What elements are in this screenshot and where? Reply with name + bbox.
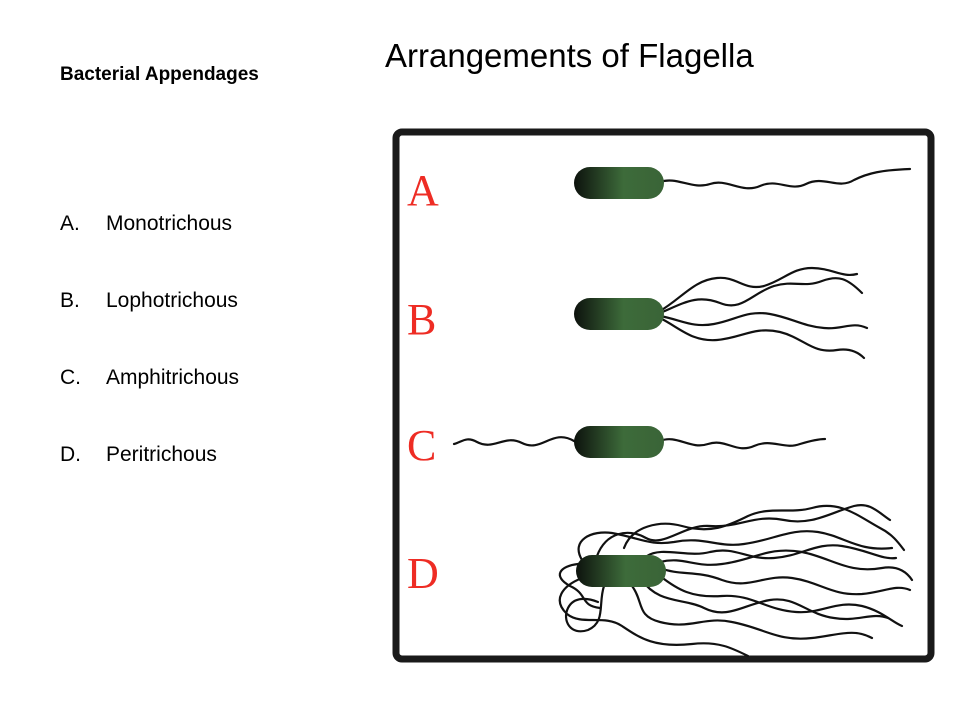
list-item-lophotrichous: B. Lophotrichous [60, 289, 239, 366]
panel-label-d: D [407, 549, 439, 598]
flagellum-b-2 [658, 277, 864, 315]
list-item-amphitrichous: C. Amphitrichous [60, 366, 239, 443]
list-item-monotrichous: A. Monotrichous [60, 212, 239, 289]
flagellum-d-11 [645, 544, 898, 560]
list-label: Peritrichous [106, 443, 217, 466]
page-title: Arrangements of Flagella [385, 37, 754, 74]
bacterium-cell-d [576, 555, 666, 587]
flagellum-d-9 [558, 562, 602, 610]
flagellum-d-2 [577, 530, 894, 562]
list-label: Amphitrichous [106, 366, 240, 389]
figure-frame [392, 128, 935, 663]
panel-label-b: B [407, 295, 436, 344]
bacterium-cell-b [574, 298, 664, 330]
flagellum-d-5 [658, 574, 904, 628]
flagellum-d-12 [640, 578, 890, 621]
list-letter: D. [60, 443, 81, 466]
flagellum-b-1 [658, 266, 859, 313]
flagellum-d-8 [558, 576, 750, 658]
list-label: Lophotrichous [106, 289, 238, 312]
flagellum-c-left [452, 436, 576, 447]
flagellum-c-right [658, 437, 827, 450]
bacterium-cell-a [574, 167, 664, 199]
flagellum-d-1 [595, 504, 892, 558]
panel-label-c: C [407, 421, 436, 470]
flagellum-b-3 [658, 312, 869, 330]
flagellum-b-4 [658, 316, 866, 360]
flagellum-d-4 [658, 566, 912, 596]
panel-label-a: A [407, 166, 439, 215]
list-letter: A. [60, 212, 80, 235]
flagellum-a [658, 167, 912, 190]
flagellum-d-10 [622, 504, 906, 552]
list-letter: C. [60, 366, 81, 389]
flagella-illustration: A B C D [392, 128, 935, 663]
list-item-peritrichous: D. Peritrichous [60, 443, 239, 520]
list-label: Monotrichous [106, 212, 233, 235]
arrangement-list: A. Monotrichous B. Lophotrichous C. Amphitr… [60, 212, 239, 520]
flagella-figure: A B C D [392, 128, 935, 663]
list-letter: B. [60, 289, 80, 312]
flagellum-d-6 [630, 584, 874, 640]
bacterium-cell-c [574, 426, 664, 458]
page-subtitle: Bacterial Appendages [60, 64, 259, 85]
flagellum-d-7 [564, 584, 606, 633]
